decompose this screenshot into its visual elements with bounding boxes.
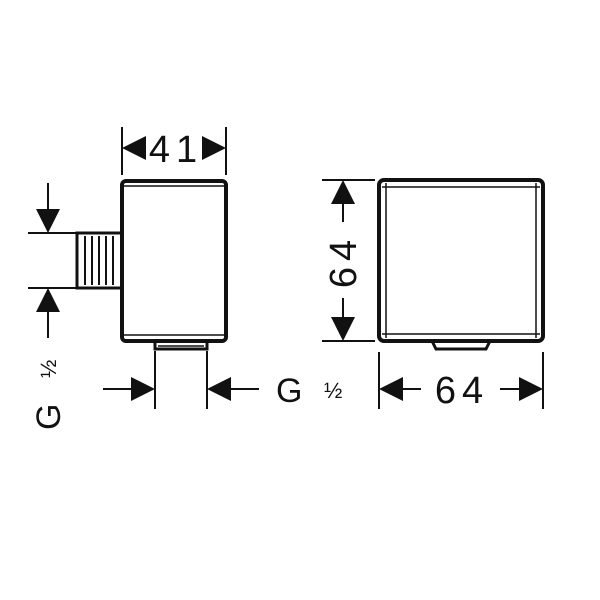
dimension-label-64-vertical: 64 xyxy=(323,234,365,288)
arrowhead xyxy=(331,317,355,341)
arrowhead xyxy=(519,377,543,401)
outlet-thread-fraction: ½ xyxy=(36,360,61,378)
front-view-body xyxy=(377,178,545,343)
arrowhead xyxy=(131,377,155,401)
inlet-thread-fraction: ½ xyxy=(324,378,342,403)
dimension-outlet-thread: G ½ xyxy=(28,183,77,430)
arrowhead xyxy=(331,180,355,204)
hose-connector xyxy=(75,231,124,290)
arrowhead xyxy=(122,136,146,160)
bottom-connection xyxy=(153,341,209,351)
side-view xyxy=(75,179,228,351)
arrowhead xyxy=(36,288,60,312)
side-view-body xyxy=(120,179,228,343)
dimension-label-41: 41 xyxy=(149,129,203,171)
arrowhead xyxy=(379,377,403,401)
arrowhead xyxy=(36,209,60,233)
front-bottom-connection xyxy=(430,340,492,351)
inlet-thread-letter: G xyxy=(276,372,316,410)
arrowhead xyxy=(202,136,226,160)
arrowhead xyxy=(207,377,231,401)
dimension-front-height: 64 xyxy=(322,179,375,342)
dimension-label-64-horizontal: 64 xyxy=(435,370,489,412)
dimension-front-width: 64 xyxy=(378,352,544,412)
front-view xyxy=(377,178,545,351)
outlet-thread-letter: G xyxy=(30,390,68,430)
dimension-inlet-thread: G ½ xyxy=(103,351,342,410)
dimension-side-width: 41 xyxy=(121,127,227,175)
